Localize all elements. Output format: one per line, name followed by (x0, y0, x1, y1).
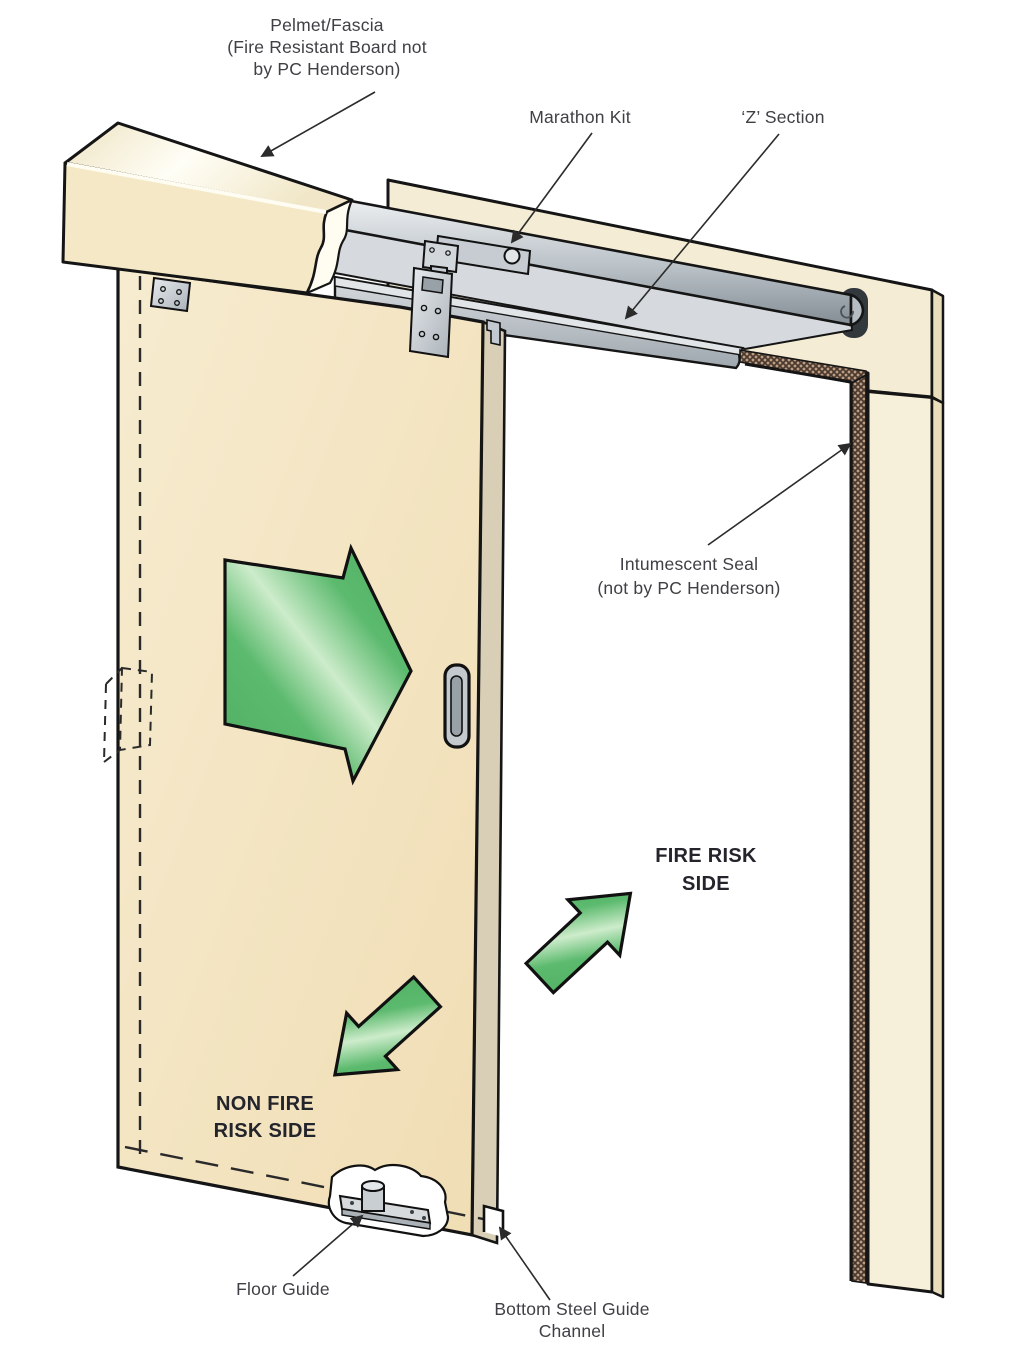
label-marathon-kit: Marathon Kit (529, 107, 631, 127)
kit-hanger-screws (429, 247, 451, 256)
label-fire-risk-line2: SIDE (682, 873, 730, 895)
seal-vertical (851, 373, 867, 1284)
pelmet-edge-highlight (66, 162, 327, 214)
label-intumescent-line2: (not by PC Henderson) (597, 578, 780, 598)
leader-floor-guide (292, 1214, 364, 1277)
floor-guide-peg-top (361, 1180, 385, 1192)
hanger-plate-left (149, 276, 192, 313)
label-intumescent-line1: Intumescent Seal (620, 554, 758, 574)
pelmet-cut-edge (305, 198, 354, 295)
track-end-cap (849, 293, 865, 327)
track-end-profile (840, 305, 854, 319)
opening-edge-line (744, 362, 853, 1281)
frame-joint-line (867, 391, 944, 404)
label-floor-guide: Floor Guide (236, 1279, 330, 1299)
intumescent-seal (739, 349, 867, 1284)
frame-header-side (930, 288, 945, 405)
marathon-kit-hardware (149, 234, 532, 359)
guide-channel-notch-fill (484, 1206, 503, 1237)
label-fire-risk-line1: FIRE RISK (655, 845, 757, 867)
floor-guide-plate-edge (341, 1208, 431, 1230)
leader-intumescent-seal (707, 442, 852, 546)
bracket-slot (421, 276, 444, 294)
leader-z-section (624, 133, 780, 320)
kit-hanger-plate (421, 239, 460, 274)
label-pelmet-line3: by PC Henderson) (253, 59, 400, 79)
door-handle (443, 663, 471, 749)
slide-direction-arrow-mid (523, 891, 633, 995)
pelmet-box (61, 121, 354, 295)
frame-jamb-front (866, 389, 934, 1294)
leader-marathon-kit (510, 132, 593, 244)
leader-lines (260, 91, 852, 1301)
label-non-fire-line2: RISK SIDE (214, 1120, 317, 1142)
slide-direction-arrow-low (332, 974, 443, 1077)
door-hidden-line-bottom (124, 1145, 499, 1224)
door-top-guide-tab (486, 318, 501, 346)
bracket-holes (418, 304, 442, 341)
frame-jamb-side (930, 395, 945, 1299)
label-non-fire-line1: NON FIRE (216, 1093, 314, 1115)
hanger-plate-left-screws (158, 286, 182, 306)
floor-guide-screws (350, 1201, 426, 1220)
label-pelmet-line1: Pelmet/Fascia (270, 15, 384, 35)
slide-direction-arrow-large (223, 543, 413, 786)
label-z-section: ‘Z’ Section (741, 107, 824, 127)
leader-bottom-channel (498, 1226, 551, 1301)
label-bottom-channel-line1: Bottom Steel Guide (494, 1299, 649, 1319)
label-bottom-channel-line2: Channel (539, 1321, 606, 1341)
labels: Pelmet/Fascia (Fire Resistant Board not … (214, 15, 825, 1341)
label-pelmet-line2: (Fire Resistant Board not (227, 37, 427, 57)
sliding-door (103, 266, 507, 1245)
leader-pelmet (260, 91, 376, 157)
guide-channel-notch (482, 1204, 505, 1237)
door-hidden-lock-detail (103, 666, 154, 763)
door-front-face (116, 266, 485, 1237)
kit-roller (503, 247, 521, 265)
